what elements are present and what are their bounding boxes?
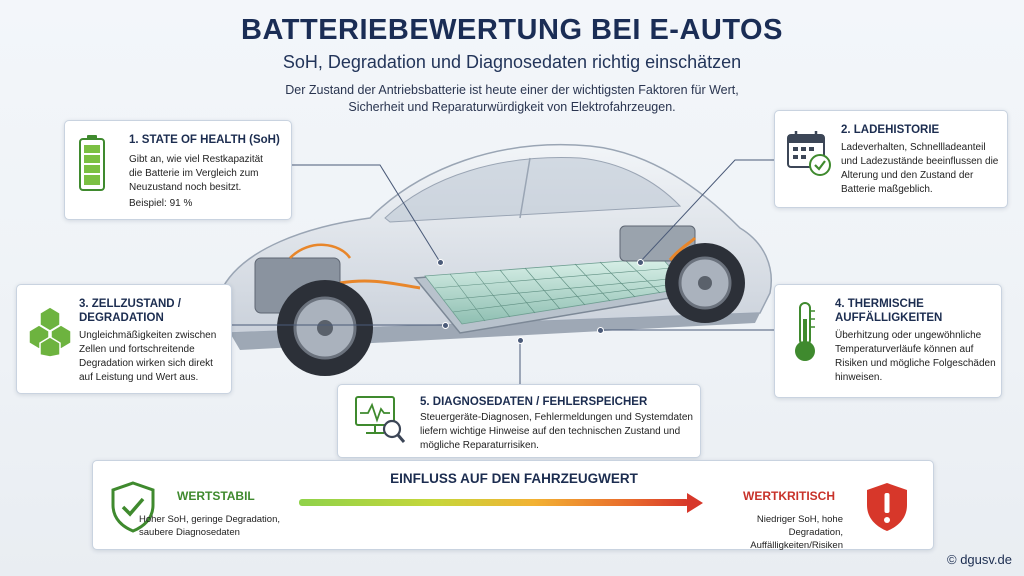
card-state-of-health: 1. STATE OF HEALTH (SoH) Gibt an, wie vi… [64, 120, 292, 220]
card-heading: 4. THERMISCHE AUFFÄLLIGKEITEN [835, 298, 943, 324]
thermometer-icon [795, 302, 815, 361]
page-subtitle: SoH, Degradation und Diagnosedaten richt… [282, 52, 742, 72]
stable-text: Hoher SoH, geringe Degradation, saubere … [139, 514, 281, 538]
card-heading: 3. ZELLZUSTAND / DEGRADATION [79, 298, 182, 324]
shield-check-icon [111, 481, 155, 533]
card-text: Ladeverhalten, Schnellladeanteil und Lad… [841, 142, 999, 195]
calendar-check-icon [787, 131, 831, 176]
shield-alert-icon [867, 483, 907, 531]
influence-title: EINFLUSS AUF DEN FAHRZEUGWERT [390, 471, 638, 486]
stable-label: WERTSTABIL [177, 489, 255, 503]
car-illustration [219, 143, 772, 376]
value-gradient-bar [299, 499, 689, 506]
card-text: Ungleichmäßigkeiten zwischen Zellen und … [79, 330, 217, 383]
card-heading: 1. STATE OF HEALTH (SoH) [129, 134, 280, 146]
monitor-diagnostic-icon [355, 396, 406, 443]
intro-text: Der Zustand der Antriebsbatterie ist heu… [285, 83, 739, 114]
card-heading: 5. DIAGNOSEDATEN / FEHLERSPEICHER [420, 396, 648, 408]
critical-text: Niedriger SoH, hohe Degradation, Auffäll… [750, 514, 843, 551]
pin-diag [517, 337, 524, 344]
copyright-text: © dgusv.de [947, 552, 1012, 567]
pin-thermal [597, 327, 604, 334]
pin-soh [437, 259, 444, 266]
page-title: BATTERIEBEWERTUNG BEI E-AUTOS [241, 14, 783, 46]
card-zellzustand: 3. ZELLZUSTAND / DEGRADATION Ungleichmäß… [16, 284, 232, 394]
card-text: Überhitzung oder ungewöhnliche Temperatu… [835, 330, 996, 383]
card-ladehistorie: 2. LADEHISTORIE Ladeverhalten, Schnellla… [774, 110, 1008, 208]
card-text: Gibt an, wie viel Restkapazität die Batt… [129, 154, 263, 193]
pin-cell [442, 322, 449, 329]
pin-charge [637, 259, 644, 266]
card-thermische-auffaelligkeiten: 4. THERMISCHE AUFFÄLLIGKEITEN Überhitzun… [774, 284, 1002, 398]
critical-label: WERTKRITISCH [743, 489, 835, 503]
influence-panel: EINFLUSS AUF DEN FAHRZEUGWERT WERTSTABIL… [92, 460, 934, 551]
hexagon-cells-icon [28, 306, 72, 357]
arrow-right-icon [687, 493, 703, 513]
card-heading: 2. LADEHISTORIE [841, 124, 940, 136]
card-text: Steuergeräte-Diagnosen, Fehlermeldungen … [420, 412, 693, 451]
battery-icon [79, 135, 105, 191]
card-example: Beispiel: 91 % [129, 198, 193, 209]
card-diagnosedaten: 5. DIAGNOSEDATEN / FEHLERSPEICHER Steuer… [337, 384, 701, 458]
